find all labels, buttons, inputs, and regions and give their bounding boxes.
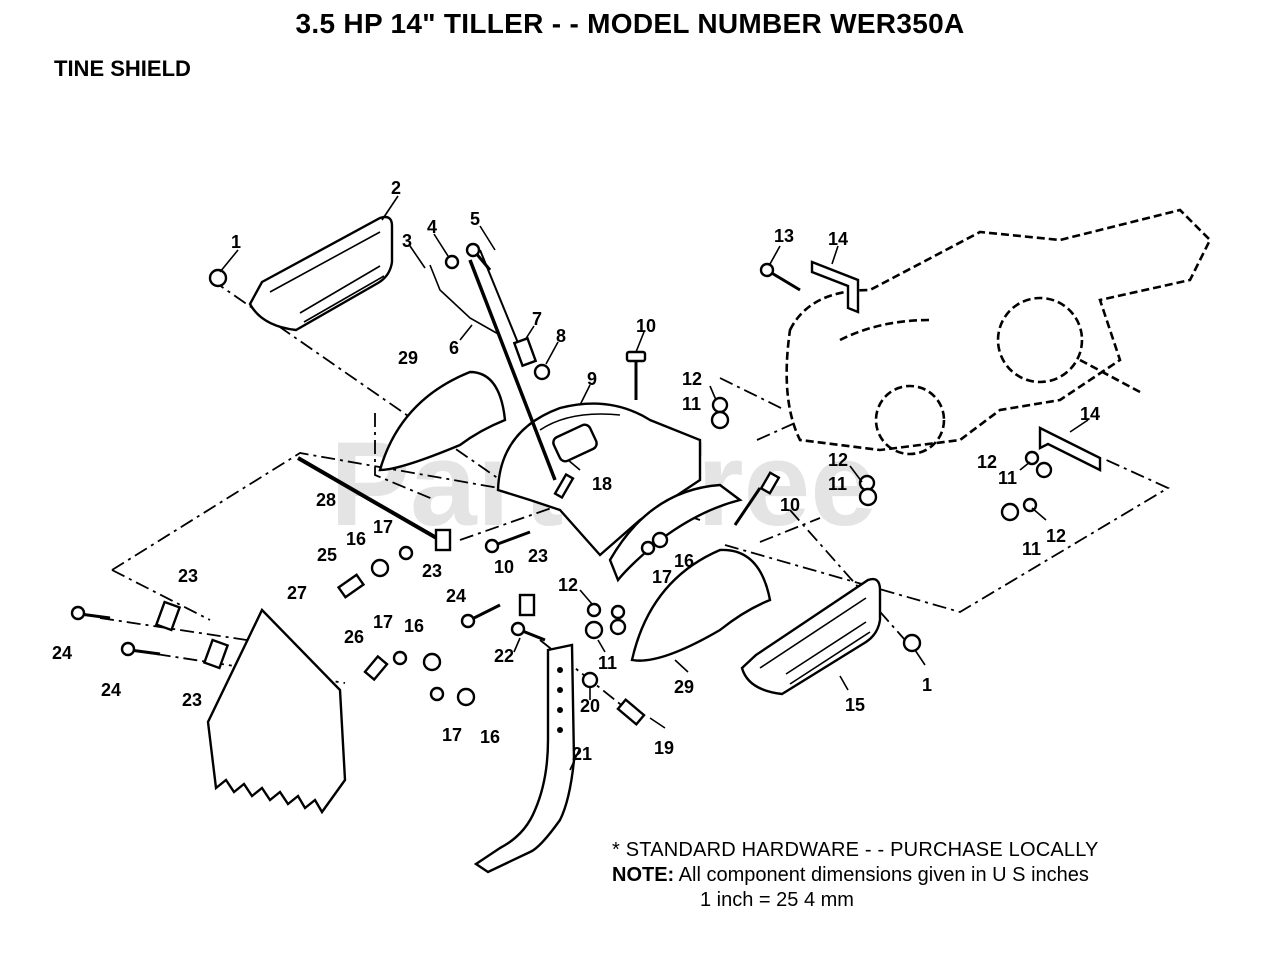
callout-17: 17 [652,567,672,587]
callout-14: 14 [828,229,848,249]
note-label: NOTE: [612,864,675,886]
callout-9: 9 [587,369,597,389]
callout-18: 18 [592,474,612,494]
bolt-5 [465,242,492,271]
callout-11: 11 [1022,539,1041,559]
callout-16: 16 [346,529,366,549]
callout-23: 23 [528,546,548,566]
side-shield-right [740,577,882,696]
tine-shield-panel-right [608,483,772,662]
bolt-10-left [484,530,531,554]
callout-29: 29 [398,348,418,368]
callout-13: 13 [774,226,794,246]
callout-23: 23 [182,690,202,710]
callout-15: 15 [845,695,865,715]
callout-23: 23 [178,566,198,586]
bolt-24-mid [460,603,501,629]
bracket-lower [1038,426,1102,472]
callout-7: 7 [532,309,542,329]
section-title: TINE SHIELD [54,56,191,81]
tiller-frame [785,208,1212,456]
callout-25: 25 [317,545,337,565]
tine-shield-panel-left [378,370,507,472]
diagram-title: 3.5 HP 14" TILLER - - MODEL NUMBER WER35… [295,8,965,39]
control-linkage [429,249,557,481]
callout-12: 12 [1046,526,1066,546]
notes-block: * STANDARD HARDWARE - - PURCHASE LOCALLY… [612,838,1099,913]
callout-26: 26 [344,627,364,647]
callout-16: 16 [480,727,500,747]
callout-22: 22 [494,646,514,666]
callout-11: 11 [598,653,617,673]
callout-12: 12 [682,369,702,389]
callout-16: 16 [674,551,694,571]
callout-17: 17 [373,517,393,537]
callout-17: 17 [373,612,393,632]
assembly-outline-left [111,413,511,621]
depth-stake [473,643,576,874]
nuts-washers [154,254,1053,727]
callout-28: 28 [316,490,336,510]
callout-10: 10 [494,557,514,577]
callout-24: 24 [446,586,466,606]
callout-19: 19 [654,738,674,758]
bolt-24-top [70,605,111,621]
callout-10: 10 [780,495,800,515]
side-shield-left [248,215,394,332]
conversion-note: 1 inch = 25 4 mm [700,889,854,911]
bolt-22 [510,621,546,642]
callout-12: 12 [558,575,578,595]
callout-1: 1 [231,232,241,252]
callout-20: 20 [580,696,600,716]
bolt-24-bottom [120,641,161,657]
rod [296,456,442,542]
callout-23: 23 [422,561,442,581]
callout-8: 8 [556,326,566,346]
drag-flap [206,607,347,815]
callout-29: 29 [674,677,694,697]
callout-labels: 1 1 2 3 4 5 6 7 8 9 10 10 10 11 11 11 11… [52,178,1100,764]
callout-10: 10 [636,316,656,336]
callout-12: 12 [828,450,848,470]
bolt-13 [759,262,801,292]
leader-lines [219,195,1089,771]
note-text: All component dimensions given in U S in… [678,864,1089,886]
callout-11: 11 [998,468,1017,488]
callout-24: 24 [101,680,121,700]
callout-17: 17 [442,725,462,745]
callout-16: 16 [404,616,424,636]
callout-14: 14 [1080,404,1100,424]
callout-12: 12 [977,452,997,472]
callout-27: 27 [287,583,307,603]
callout-4: 4 [427,217,437,237]
bracket-upper [810,260,860,314]
callout-2: 2 [391,178,401,198]
standard-hardware-note: * STANDARD HARDWARE - - PURCHASE LOCALLY [612,839,1099,861]
callout-11: 11 [682,394,701,414]
callout-5: 5 [470,209,480,229]
bolt-10-right [733,471,781,526]
callout-1: 1 [922,675,932,695]
callout-3: 3 [402,231,412,251]
callout-21: 21 [572,744,592,764]
callout-24: 24 [52,643,72,663]
callout-11: 11 [828,474,847,494]
callout-6: 6 [449,338,459,358]
dimension-note: NOTE: All component dimensions given in … [612,863,1099,888]
bolt-10-upper [625,350,647,400]
